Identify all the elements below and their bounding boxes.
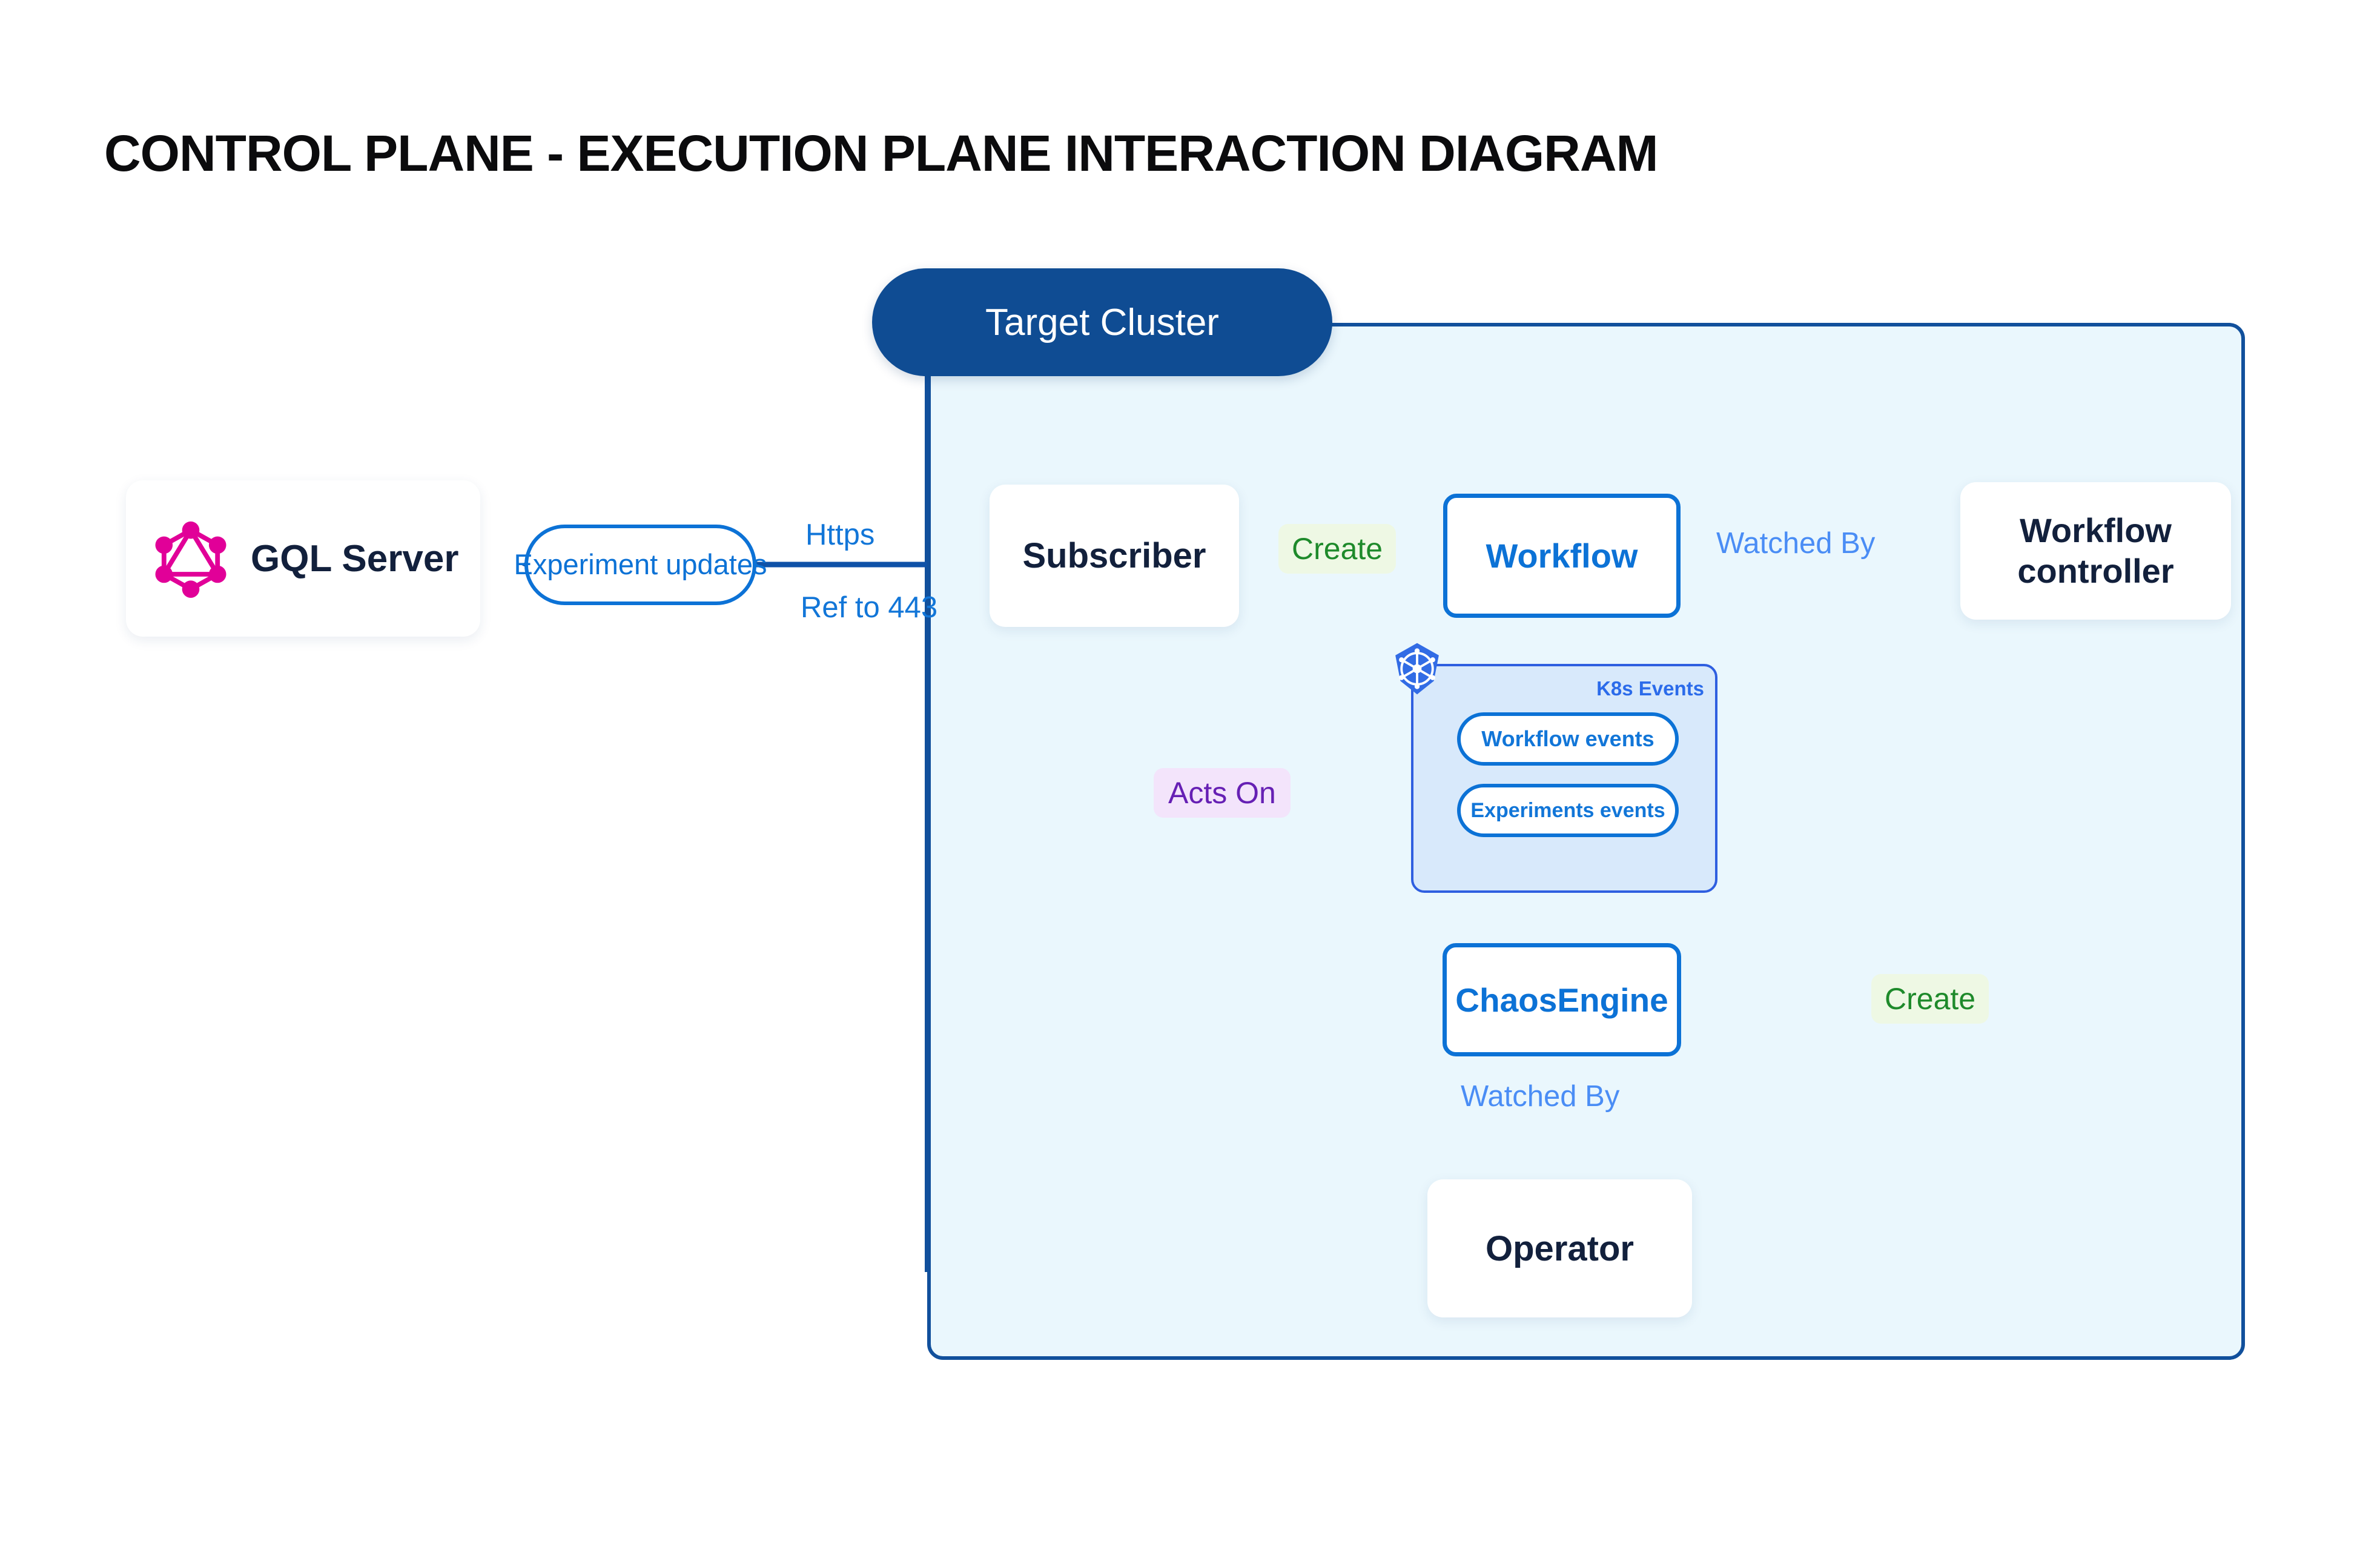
k8s-pill-experiments-events[interactable]: Experiments events [1457,784,1679,837]
edge-label-create-workflow: Create [1278,524,1397,574]
graphql-logo-icon [155,521,226,598]
node-workflow-controller-label: Workflow controller [2017,511,2174,590]
k8s-events-group: K8s Events Workflow events Experiments e… [1395,643,1717,893]
node-gql-server-label: GQL Server [251,537,459,580]
node-subscriber[interactable]: Subscriber [990,485,1239,627]
kubernetes-helm-icon [1395,643,1439,695]
page-title: CONTROL PLANE - EXECUTION PLANE INTERACT… [104,125,1658,182]
node-operator-label: Operator [1486,1228,1634,1268]
edge-label-experiment-updates: Experiment updates [514,525,767,605]
node-workflow-label: Workflow [1486,537,1638,575]
node-subscriber-label: Subscriber [1022,536,1206,575]
node-workflow-controller[interactable]: Workflow controller [1960,482,2231,620]
edge-label-watched-by-controller: Watched By [1716,527,1876,560]
node-workflow[interactable]: Workflow [1443,494,1681,618]
k8s-events-group-label: K8s Events [1596,677,1704,700]
node-operator[interactable]: Operator [1427,1179,1692,1317]
node-gql-server[interactable]: GQL Server [126,480,480,637]
edge-label-create-chaosengine: Create [1871,974,1989,1024]
k8s-pill-workflow-events[interactable]: Workflow events [1457,712,1679,766]
k8s-pill-experiments-events-label: Experiments events [1470,798,1665,822]
node-chaosengine[interactable]: ChaosEngine [1443,943,1681,1056]
edge-label-https: Https [805,519,875,551]
node-chaosengine-label: ChaosEngine [1455,981,1668,1019]
edge-label-watched-by-operator: Watched By [1461,1080,1620,1113]
edge-label-ref-to-443: Ref to 443 [801,591,938,624]
target-cluster-title: Target Cluster [872,268,1332,376]
edge-label-acts-on: Acts On [1154,768,1291,818]
k8s-pill-workflow-events-label: Workflow events [1481,726,1654,751]
